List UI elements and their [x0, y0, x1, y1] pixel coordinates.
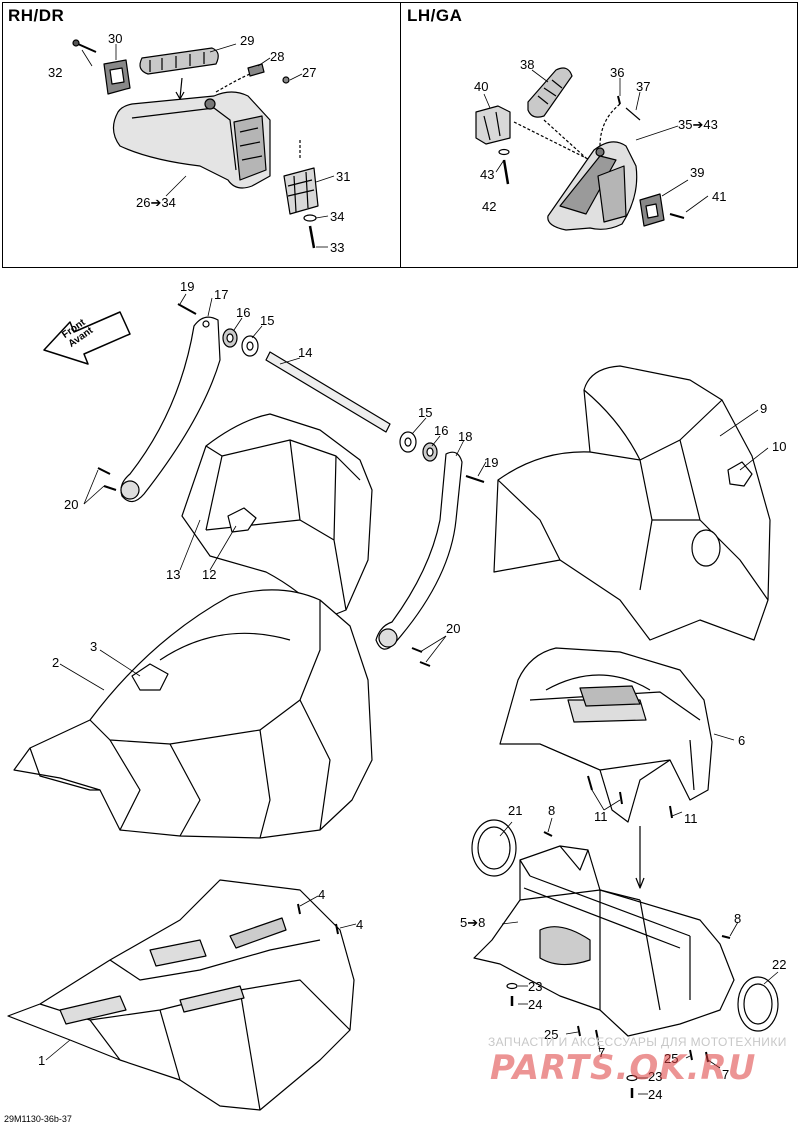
passenger-seat [493, 365, 771, 641]
rh-handle-assembly [72, 39, 319, 249]
callout-24-right: 24 [648, 1087, 663, 1102]
callout-2: 2 [52, 655, 60, 670]
callout-19-right: 19 [484, 455, 499, 470]
callout-36: 36 [610, 65, 625, 80]
callout-38: 38 [520, 57, 535, 72]
callout-20-right: 20 [446, 621, 461, 636]
callout-31: 31 [336, 169, 351, 184]
callout-24-left: 24 [528, 997, 543, 1012]
callout-14: 14 [298, 345, 313, 360]
lh-panel-title: LH/GA [407, 6, 463, 25]
callout-6: 6 [738, 733, 746, 748]
callout-37: 37 [636, 79, 651, 94]
callout-15-right: 15 [418, 405, 433, 420]
backrest-assembly [97, 303, 485, 667]
watermark-text: ЗАПЧАСТИ И АКСЕССУАРЫ ДЛЯ МОТОТЕХНИКИ [488, 1035, 787, 1049]
callout-33: 33 [330, 240, 345, 255]
callout-13: 13 [166, 567, 181, 582]
callout-43: 43 [480, 167, 495, 182]
callout-35-43: 35➔43 [678, 117, 718, 132]
callout-10: 10 [772, 439, 787, 454]
callout-16-right: 16 [434, 423, 449, 438]
callout-16-left: 16 [236, 305, 251, 320]
callout-1: 1 [38, 1053, 46, 1068]
callout-39: 39 [690, 165, 705, 180]
callout-27: 27 [302, 65, 317, 80]
callout-11-right: 11 [684, 811, 698, 826]
callout-15-left: 15 [260, 313, 275, 328]
callout-20-left: 20 [64, 497, 79, 512]
callout-12: 12 [202, 567, 217, 582]
callout-21: 21 [508, 803, 523, 818]
rh-panel-title: RH/DR [8, 6, 65, 25]
callout-29: 29 [240, 33, 255, 48]
callout-25-left: 25 [544, 1027, 559, 1042]
callout-23-left: 23 [528, 979, 543, 994]
callout-8-right: 8 [734, 911, 742, 926]
callout-7-left: 7 [598, 1045, 606, 1060]
callout-32: 32 [48, 65, 63, 80]
seat-base [499, 647, 713, 889]
callout-5-8: 5➔8 [460, 915, 486, 930]
watermark-brand: PARTS.OK.RU [490, 1048, 757, 1088]
seat-frame [471, 819, 779, 1098]
callout-9: 9 [760, 401, 768, 416]
diagram-code: 29M1130-36b-37 [4, 1114, 72, 1124]
callout-25-right: 25 [664, 1051, 679, 1066]
callout-4-top: 4 [318, 887, 326, 902]
callout-40: 40 [474, 79, 489, 94]
callout-22: 22 [772, 957, 787, 972]
callout-8-top: 8 [548, 803, 556, 818]
callout-34: 34 [330, 209, 345, 224]
lh-handle-assembly [475, 67, 685, 231]
callout-17: 17 [214, 287, 229, 302]
callout-4-right: 4 [356, 917, 364, 932]
callout-11-left: 11 [594, 809, 608, 824]
storage-tray [7, 879, 355, 1111]
callout-41: 41 [712, 189, 727, 204]
callout-42: 42 [482, 199, 497, 214]
front-arrow [43, 311, 131, 365]
callout-19-left: 19 [180, 279, 195, 294]
callout-30: 30 [108, 31, 123, 46]
callout-23-right: 23 [648, 1069, 663, 1084]
callout-7-right: 7 [722, 1067, 730, 1082]
callout-18: 18 [458, 429, 473, 444]
main-seat [13, 589, 373, 839]
callout-3: 3 [90, 639, 98, 654]
callout-28: 28 [270, 49, 285, 64]
callout-26-34: 26➔34 [136, 195, 176, 210]
